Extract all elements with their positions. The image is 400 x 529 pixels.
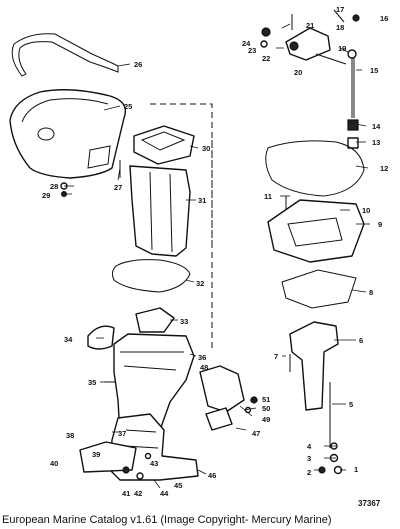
callout-30: 30 bbox=[202, 144, 210, 153]
callout-29: 29 bbox=[42, 191, 50, 200]
callout-44: 44 bbox=[160, 489, 169, 498]
part-33-bracket bbox=[135, 307, 175, 333]
callout-43: 43 bbox=[150, 459, 158, 468]
callout-5: 5 bbox=[349, 400, 353, 409]
callout-12: 12 bbox=[380, 164, 388, 173]
callout-13: 13 bbox=[372, 138, 380, 147]
callout-38: 38 bbox=[66, 431, 74, 440]
callout-7: 7 bbox=[274, 352, 278, 361]
callout-37: 37 bbox=[118, 429, 126, 438]
part-32-seal bbox=[111, 259, 191, 293]
callout-22: 22 bbox=[262, 54, 270, 63]
callout-41: 41 bbox=[122, 489, 130, 498]
figure-number: 37367 bbox=[358, 499, 381, 508]
callout-27: 27 bbox=[114, 183, 122, 192]
callout-39: 39 bbox=[92, 450, 100, 459]
callout-24: 24 bbox=[242, 39, 251, 48]
part-9-adaptor-plate bbox=[267, 199, 365, 263]
callout-36: 36 bbox=[198, 353, 206, 362]
callout-3: 3 bbox=[307, 454, 311, 463]
callout-19: 19 bbox=[338, 44, 346, 53]
callout-51: 51 bbox=[262, 395, 270, 404]
callout-28: 28 bbox=[50, 182, 58, 191]
part-40-skeg bbox=[79, 441, 137, 473]
callout-34: 34 bbox=[64, 335, 73, 344]
part-30-plate bbox=[133, 125, 195, 165]
callout-15: 15 bbox=[370, 66, 378, 75]
callout-21: 21 bbox=[306, 21, 314, 30]
part-26-seal bbox=[11, 33, 119, 77]
part-31-chaps bbox=[129, 165, 191, 257]
callout-11: 11 bbox=[264, 192, 272, 201]
callout-17: 17 bbox=[336, 5, 344, 14]
part-20-shift-bracket bbox=[285, 27, 331, 61]
part-8-gasket bbox=[281, 269, 357, 309]
callout-46: 46 bbox=[208, 471, 216, 480]
callout-35: 35 bbox=[88, 378, 96, 387]
callout-20: 20 bbox=[294, 68, 302, 77]
callout-4: 4 bbox=[307, 442, 312, 451]
callout-50: 50 bbox=[262, 404, 270, 413]
callout-47: 47 bbox=[252, 429, 260, 438]
part-12-seal bbox=[265, 140, 365, 197]
callout-26: 26 bbox=[134, 60, 142, 69]
callout-31: 31 bbox=[198, 196, 206, 205]
callout-45: 45 bbox=[174, 481, 182, 490]
callout-25: 25 bbox=[124, 102, 132, 111]
callout-8: 8 bbox=[369, 288, 373, 297]
callout-33: 33 bbox=[180, 317, 188, 326]
callout-labels: 1 2 3 4 5 6 7 8 9 10 11 12 13 14 15 16 1… bbox=[42, 5, 388, 498]
callout-42: 42 bbox=[134, 489, 142, 498]
callout-23: 23 bbox=[248, 46, 256, 55]
part-15-shift-rod bbox=[351, 56, 355, 118]
callout-16: 16 bbox=[380, 14, 388, 23]
part-47-anode bbox=[205, 407, 233, 431]
callout-14: 14 bbox=[372, 122, 381, 131]
callout-40: 40 bbox=[50, 459, 58, 468]
image-caption: European Marine Catalog v1.61 (Image Cop… bbox=[2, 514, 332, 526]
part-48-trim bbox=[199, 365, 245, 413]
callout-49: 49 bbox=[262, 415, 270, 424]
part-25-tray bbox=[9, 89, 127, 179]
callout-48: 48 bbox=[200, 363, 208, 372]
part-6-exhaust bbox=[289, 321, 339, 411]
callout-1: 1 bbox=[354, 465, 358, 474]
callout-32: 32 bbox=[196, 279, 204, 288]
callout-6: 6 bbox=[359, 336, 363, 345]
callout-2: 2 bbox=[307, 468, 311, 477]
callout-9: 9 bbox=[378, 220, 382, 229]
callout-10: 10 bbox=[362, 206, 370, 215]
callout-18: 18 bbox=[336, 23, 344, 32]
